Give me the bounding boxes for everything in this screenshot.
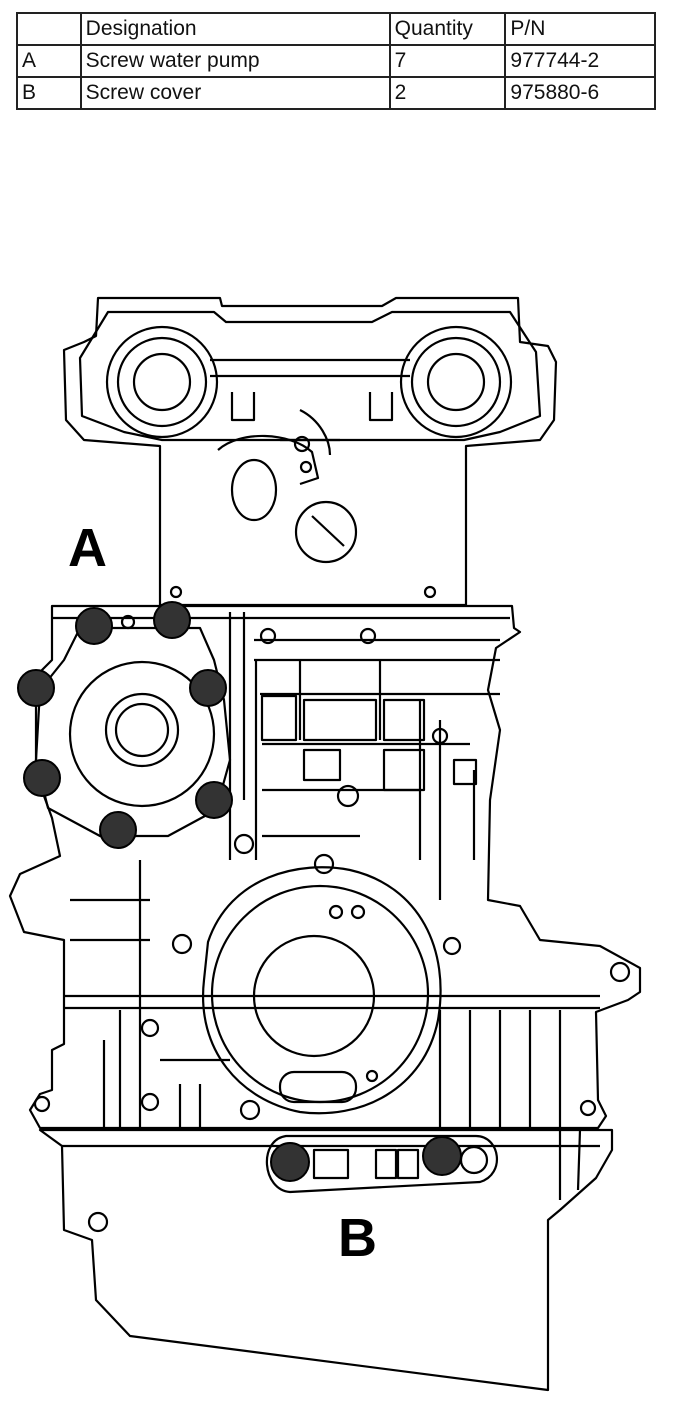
block-small-hole bbox=[171, 933, 193, 955]
block-small-hole bbox=[328, 904, 344, 920]
table-cell: Screw water pump bbox=[79, 44, 391, 78]
screws-a bbox=[17, 601, 233, 849]
block-ribs bbox=[228, 612, 500, 900]
table-cell: 975880-6 bbox=[504, 76, 656, 110]
block-small-hole bbox=[140, 1092, 160, 1112]
table-cell: 977744-2 bbox=[504, 44, 656, 78]
crankshaft-seal-housing bbox=[201, 866, 442, 1115]
block-small-hole bbox=[579, 1099, 597, 1117]
header-cell: Designation bbox=[79, 12, 391, 46]
sump-drain-hole bbox=[87, 1211, 109, 1233]
block-small-hole bbox=[33, 1095, 51, 1113]
block-side-ribs bbox=[70, 860, 562, 1128]
crankshaft-bore bbox=[252, 934, 376, 1058]
table-header-row: Designation Quantity P/N bbox=[16, 12, 656, 46]
block-small-hole bbox=[313, 853, 335, 875]
head-rib bbox=[280, 409, 340, 456]
head-small-hole bbox=[169, 585, 183, 599]
block-small-hole bbox=[239, 1099, 261, 1121]
head-inner-outline bbox=[78, 310, 542, 442]
screw-b bbox=[270, 1142, 310, 1182]
cylinder-head-cover bbox=[62, 296, 558, 607]
cover-hole bbox=[459, 1145, 489, 1175]
block-window bbox=[452, 758, 478, 786]
camshaft-bore-left bbox=[132, 352, 192, 412]
block-parting-line bbox=[64, 994, 600, 1010]
block-window bbox=[302, 748, 342, 782]
screw-a bbox=[17, 669, 55, 707]
table-row: A Screw water pump 7 977744-2 bbox=[16, 44, 656, 78]
crankshaft-area bbox=[201, 866, 442, 1115]
oil-sump bbox=[38, 1128, 614, 1392]
screws-b bbox=[270, 1136, 462, 1182]
cover-plate-outline bbox=[265, 1134, 498, 1194]
screw-a bbox=[189, 669, 227, 707]
screw-b bbox=[422, 1136, 462, 1176]
head-port-mark bbox=[311, 515, 345, 547]
parts-table: Designation Quantity P/N A Screw water p… bbox=[16, 12, 656, 110]
table-cell: A bbox=[16, 44, 82, 78]
block-small-hole bbox=[359, 627, 377, 645]
table-cell: B bbox=[16, 76, 82, 110]
camshaft-seal-right bbox=[399, 325, 513, 439]
camshaft-seal-right-inner bbox=[410, 336, 502, 428]
block-small-hole bbox=[431, 727, 449, 745]
head-small-hole bbox=[293, 435, 311, 453]
block-small-hole bbox=[609, 961, 631, 983]
camshaft-seal-left-inner bbox=[116, 336, 208, 428]
header-cell: P/N bbox=[504, 12, 656, 46]
table-cell: 7 bbox=[388, 44, 507, 78]
screw-a bbox=[75, 607, 113, 645]
head-small-hole bbox=[423, 585, 437, 599]
header-cell: Quantity bbox=[388, 12, 507, 46]
cylinder-head-outline bbox=[62, 296, 558, 607]
block-window bbox=[302, 698, 378, 742]
engine-block-outline bbox=[8, 604, 642, 1130]
cover-slot bbox=[374, 1148, 398, 1180]
cover-slot bbox=[396, 1148, 420, 1180]
engine-block bbox=[8, 604, 642, 1130]
head-port bbox=[230, 458, 278, 522]
crank-slot bbox=[278, 1070, 358, 1104]
water-pump-hub-inner bbox=[114, 702, 170, 758]
water-pump-hub bbox=[104, 692, 180, 768]
cover-slot bbox=[312, 1148, 350, 1180]
screw-a bbox=[99, 811, 137, 849]
block-small-hole bbox=[259, 627, 277, 645]
header-cell bbox=[16, 12, 82, 46]
camshaft-seal-left bbox=[105, 325, 219, 439]
head-plate-detail bbox=[217, 434, 320, 486]
water-pump-flange bbox=[68, 660, 216, 808]
screw-a bbox=[153, 601, 191, 639]
head-small-hole bbox=[299, 460, 313, 474]
block-small-hole bbox=[442, 936, 462, 956]
block-window bbox=[382, 698, 426, 742]
camshaft-bore-right bbox=[426, 352, 486, 412]
crankshaft-seal bbox=[210, 884, 430, 1104]
screw-a bbox=[23, 759, 61, 797]
sump-right-detail bbox=[558, 1129, 582, 1200]
block-small-hole bbox=[350, 904, 366, 920]
block-small-hole bbox=[140, 1018, 160, 1038]
callout-b: B bbox=[338, 1208, 377, 1268]
block-window bbox=[260, 694, 298, 742]
head-rib bbox=[210, 358, 410, 378]
block-window bbox=[382, 748, 426, 792]
block-small-hole bbox=[365, 1069, 379, 1083]
oil-sump-outline bbox=[38, 1128, 614, 1392]
block-small-hole bbox=[233, 833, 255, 855]
block-small-hole bbox=[336, 784, 360, 808]
table-cell: Screw cover bbox=[79, 76, 391, 110]
head-port-round bbox=[294, 500, 358, 564]
callout-a: A bbox=[68, 518, 107, 578]
table-row: B Screw cover 2 975880-6 bbox=[16, 76, 656, 110]
table-cell: 2 bbox=[388, 76, 507, 110]
head-rib bbox=[230, 392, 394, 422]
screw-a bbox=[195, 781, 233, 819]
